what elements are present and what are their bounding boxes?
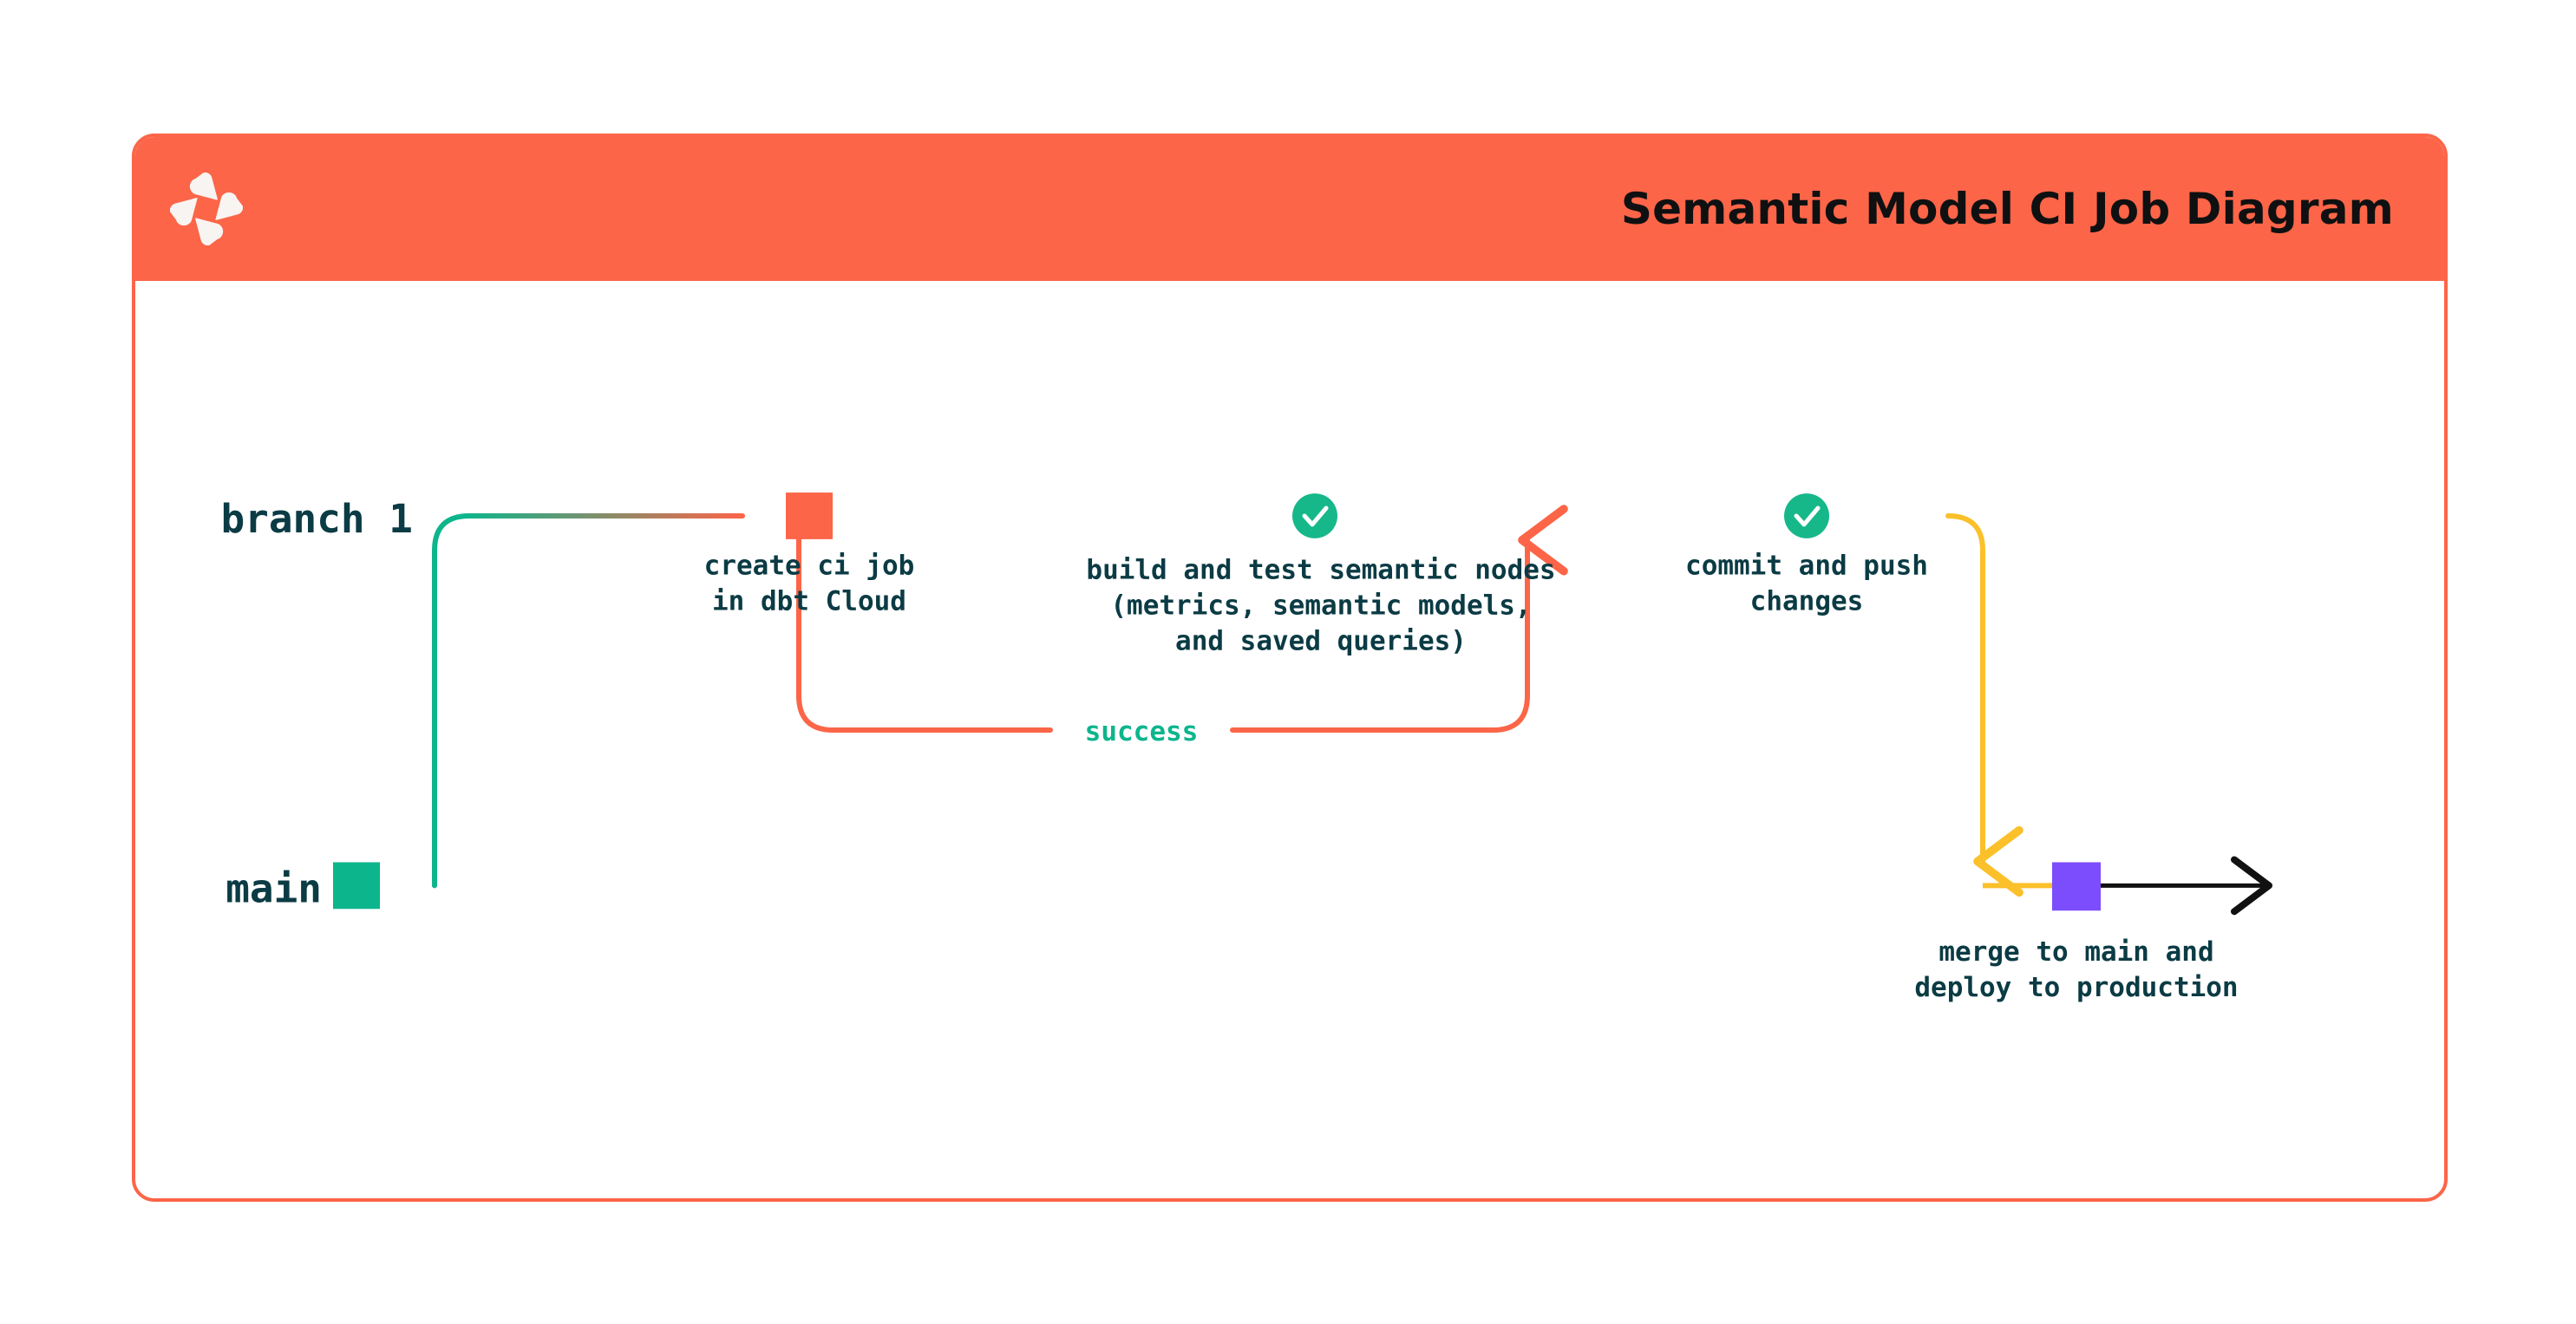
lane-label-branch1: branch 1 (220, 495, 413, 542)
dbt-logo-icon (170, 173, 243, 245)
node-create-ci-job-marker[interactable] (786, 492, 833, 539)
edge-label-success: success (1085, 716, 1199, 747)
node-merge-to-main-caption-line1: merge to main and (1939, 936, 2213, 968)
check-icon (1302, 505, 1329, 527)
node-commit-and-push-marker[interactable] (1784, 493, 1829, 538)
node-commit-and-push-caption-line2: changes (1750, 586, 1864, 617)
card-body: success branch 1 main create ci job in d… (135, 281, 2444, 1198)
node-create-ci-job-caption-line1: create ci job (704, 551, 915, 582)
node-build-and-test-caption-line3: and saved queries) (1175, 625, 1467, 656)
diagram-card: Semantic Model CI Job Diagram (132, 134, 2448, 1202)
lane-label-main: main (226, 864, 322, 911)
card-header: Semantic Model CI Job Diagram (135, 137, 2444, 281)
branch-split-path (432, 512, 745, 889)
node-main-start-marker[interactable] (333, 862, 380, 910)
node-merge-to-main-caption-line2: deploy to production (1914, 972, 2238, 1003)
node-build-and-test-caption-line2: (metrics, semantic models, (1110, 590, 1531, 622)
merge-down-path (1945, 512, 2024, 897)
success-loop-path (796, 514, 1053, 734)
node-merge-to-main-marker[interactable] (2052, 862, 2101, 911)
check-icon (1794, 505, 1821, 527)
success-loop-path-right (1230, 505, 1568, 734)
page-title: Semantic Model CI Job Diagram (1620, 184, 2394, 234)
node-build-and-test-marker[interactable] (1292, 493, 1337, 538)
node-commit-and-push-caption-line1: commit and push (1685, 551, 1928, 582)
ci-job-diagram: success branch 1 main create ci job in d… (220, 492, 2272, 1003)
node-create-ci-job-caption-line2: in dbt Cloud (712, 586, 906, 617)
node-build-and-test-caption-line1: build and test semantic nodes (1086, 555, 1555, 586)
